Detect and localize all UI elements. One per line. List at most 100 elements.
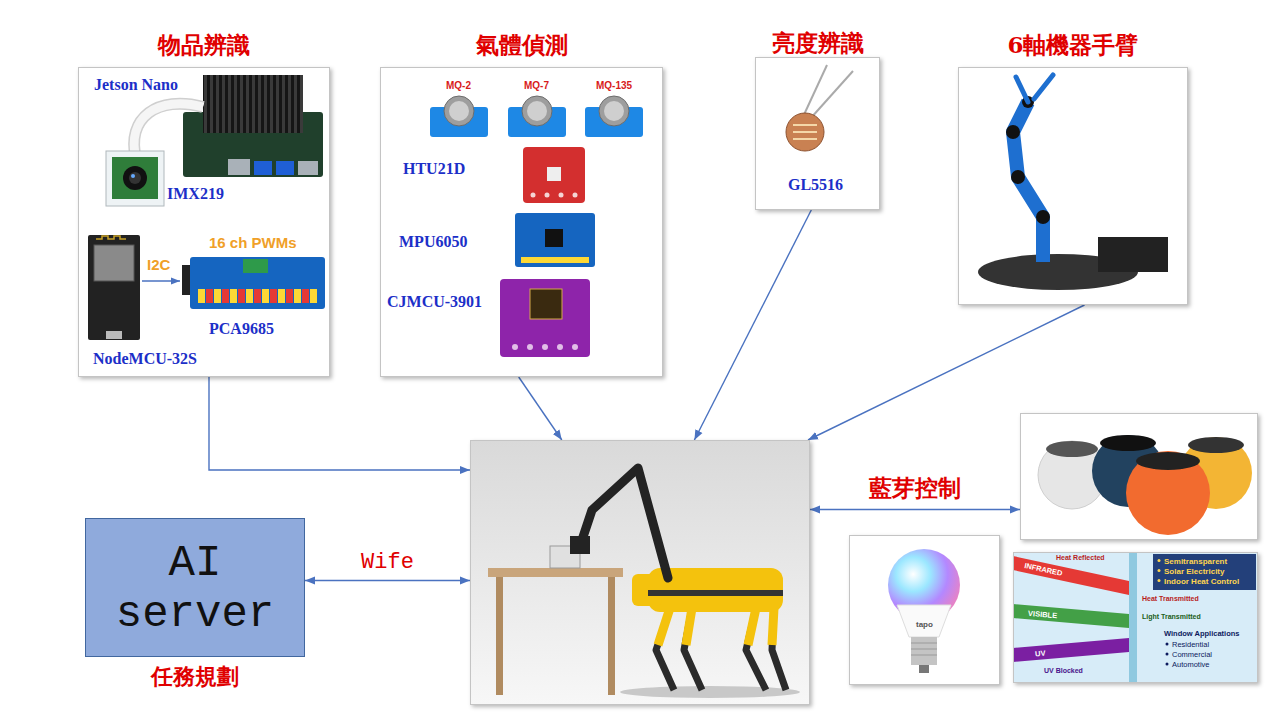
jetson-panel-art-path xyxy=(96,236,126,239)
part-label: MQ-2 xyxy=(446,80,471,91)
robot-dog-art xyxy=(470,440,810,705)
bulb-art xyxy=(849,535,1000,685)
caption-label: 任務規劃 xyxy=(151,662,239,692)
window-art-polygon xyxy=(1013,604,1129,628)
htu21d-board-rect xyxy=(547,167,561,181)
htu21d-board-circle xyxy=(559,193,564,198)
cjmcu-board-rect xyxy=(500,279,590,357)
mpu6050-board-rect xyxy=(545,229,563,247)
part-label: PCA9685 xyxy=(209,320,274,338)
ldr-panel-art-rect xyxy=(755,57,880,210)
jetson-panel-art-rect xyxy=(198,289,318,303)
robot-dog-art-rect xyxy=(496,577,503,695)
connector-arrow xyxy=(519,377,562,440)
jetson-panel-art-rect xyxy=(203,75,303,133)
robot-dog-art-rect xyxy=(470,440,810,705)
part-label: UV xyxy=(1035,649,1046,659)
bulb-panel: tapo xyxy=(849,535,1000,685)
mpu6050-board-rect xyxy=(515,213,595,267)
htu21d-board-rect xyxy=(523,147,585,203)
window-art xyxy=(1013,552,1258,683)
window-art-rect xyxy=(1129,552,1137,683)
cjmcu-board xyxy=(500,279,590,357)
part-label: Residential xyxy=(1172,640,1209,649)
section-title: 亮度辨識 xyxy=(772,28,864,59)
sensor-panel: 亮度辨識GL5516 xyxy=(755,57,880,210)
connector-arrow xyxy=(810,509,1020,510)
window-art-circle xyxy=(1166,653,1169,656)
part-label: tapo xyxy=(916,620,933,629)
gas-panel-art-rect xyxy=(380,67,663,377)
window-art-circle xyxy=(1166,643,1169,646)
part-label: Commercial xyxy=(1172,650,1212,659)
robot-dog-art-ellipse xyxy=(620,686,800,698)
mq-sensor xyxy=(430,96,488,137)
robot-dog-art-path xyxy=(582,468,668,578)
box-label: AI server xyxy=(86,538,304,639)
window-art-rect xyxy=(1153,554,1256,590)
speakers-art xyxy=(1020,413,1258,540)
robot-dog-panel xyxy=(470,440,810,705)
speaker-panel xyxy=(1020,413,1258,540)
window-art-circle xyxy=(1158,559,1161,562)
part-label: 16 ch PWMs xyxy=(209,234,297,251)
part-label: Automotive xyxy=(1172,660,1210,669)
speakers-art-rect xyxy=(1020,413,1258,540)
speakers-art-ellipse xyxy=(1136,452,1200,470)
jetson-panel-art-rect xyxy=(182,265,190,295)
sensor-panel: 氣體偵測MQ-2MQ-7MQ-135HTU21DMPU6050CJMCU-390… xyxy=(380,67,663,377)
part-label: Solar Electricity xyxy=(1164,567,1224,576)
ldr-panel-art-path xyxy=(810,71,853,119)
jetson-panel-art-circle xyxy=(129,172,141,184)
bulb-art-polygon xyxy=(897,605,951,637)
part-label: Indoor Heat Control xyxy=(1164,577,1239,586)
jetson-panel-art-rect xyxy=(94,245,134,281)
jetson-panel-art-rect xyxy=(203,75,303,133)
jetson-panel-art-rect xyxy=(298,161,318,175)
connector-arrow xyxy=(209,377,470,470)
cjmcu-board-circle xyxy=(512,344,518,350)
robot-arm-art-rect xyxy=(958,67,1188,305)
part-label: CJMCU-3901 xyxy=(387,293,482,311)
window-art-polygon xyxy=(1013,556,1129,595)
connector-arrow xyxy=(808,305,1085,440)
gas-panel-art xyxy=(380,67,663,377)
robot-dog-art-rect xyxy=(488,568,623,577)
bulb-art-rect xyxy=(911,637,937,665)
connector-arrow xyxy=(305,580,470,581)
connector-label: 藍芽控制 xyxy=(866,473,964,504)
speakers-art-ellipse xyxy=(1046,441,1098,457)
part-label: INFRARED xyxy=(1023,561,1063,578)
cjmcu-board-circle xyxy=(527,344,533,350)
jetson-panel-art-rect xyxy=(228,159,250,175)
window-art-circle xyxy=(1166,663,1169,666)
section-title: 物品辨識 xyxy=(158,30,250,61)
jetson-panel-art-circle xyxy=(123,166,147,190)
mq-sensor xyxy=(508,96,566,137)
cjmcu-board-rect xyxy=(530,289,562,319)
ldr-panel-art-circle xyxy=(786,113,824,151)
mq-sensor-circle xyxy=(522,96,552,126)
htu21d-board xyxy=(523,147,585,203)
cjmcu-board-circle xyxy=(572,344,578,350)
mq-sensor-circle xyxy=(604,101,624,121)
robot-dog-art-rect xyxy=(608,577,615,695)
mq-sensor-circle xyxy=(444,96,474,126)
part-label: MQ-7 xyxy=(524,80,549,91)
jetson-panel-art xyxy=(78,67,330,377)
bulb-art-rect xyxy=(849,535,1000,685)
jetson-panel-art-rect xyxy=(78,67,330,377)
jetson-panel-art-rect xyxy=(112,157,158,199)
jetson-panel-art-rect xyxy=(190,257,325,309)
mpu6050-board xyxy=(515,213,595,267)
window-art-circle xyxy=(1158,569,1161,572)
connector-arrow xyxy=(694,210,811,440)
window-art-polygon xyxy=(1013,638,1129,662)
speakers-art-ellipse xyxy=(1100,435,1156,451)
ldr-panel-art-path xyxy=(802,65,827,119)
part-label: Heat Transmitted xyxy=(1142,595,1199,602)
mq-sensor-circle xyxy=(449,101,469,121)
section-title: 氣體偵測 xyxy=(476,30,568,61)
cjmcu-board-circle xyxy=(542,344,548,350)
